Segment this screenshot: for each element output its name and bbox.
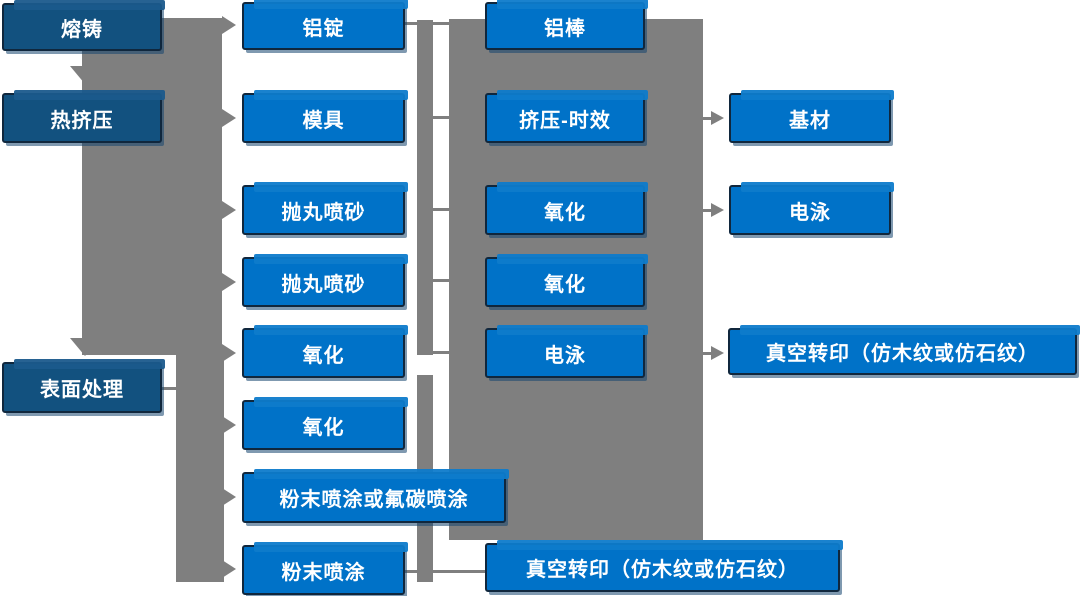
arrow-to-substrate — [711, 111, 724, 125]
stub-bar-to-rod-row1 — [433, 22, 449, 25]
node-surface-treatment: 表面处理 — [2, 359, 165, 413]
node-powder-coating: 粉末喷涂 — [242, 542, 408, 595]
node-vacuum-transfer-bottom: 真空转印（仿木纹或仿石纹） — [485, 540, 843, 592]
node-powder-or-fluorocarbon: 粉末喷涂或氟碳喷涂 — [242, 469, 509, 523]
arrow-to-oxidation-2 — [222, 416, 236, 434]
node-shot-blasting-2: 抛丸喷砂 — [242, 254, 408, 307]
node-mold: 模具 — [242, 90, 408, 143]
arrow-to-vacuum-transfer-right — [711, 346, 724, 360]
arrow-to-electrophoresis-right — [711, 203, 724, 217]
node-hot-extrusion: 热挤压 — [2, 90, 165, 143]
node-aluminum-rod: 铝棒 — [485, 0, 648, 50]
tail-arrow-to-substrate — [703, 117, 712, 120]
node-aluminum-ingot: 铝锭 — [242, 0, 408, 50]
node-substrate: 基材 — [729, 90, 894, 143]
tail-arrow-to-electrophoresis-right — [703, 209, 712, 212]
stub-bar-row2 — [433, 116, 449, 119]
arrow-to-powder-or-fluorocarbon — [222, 488, 236, 506]
node-oxidation-4: 氧化 — [485, 254, 648, 307]
stub-bar-row3 — [433, 208, 449, 211]
node-oxidation-1: 氧化 — [242, 325, 408, 378]
connector-middle-bar-upper — [417, 20, 433, 355]
node-electrophoresis-right: 电泳 — [729, 182, 894, 235]
connector-left-main-block — [82, 18, 222, 355]
arrow-to-oxidation-1 — [222, 344, 236, 362]
connector-surface-treatment-stub — [162, 387, 178, 390]
arrow-to-aluminum-ingot — [222, 16, 236, 34]
arrow-to-shot-blasting-2 — [222, 273, 236, 291]
tail-arrow-to-vacuum-transfer-right — [703, 352, 712, 355]
node-extrusion-aging: 挤压-时效 — [485, 90, 648, 143]
connector-surface-branch-bar — [176, 355, 224, 582]
node-oxidation-3: 氧化 — [485, 182, 648, 235]
node-shot-blasting-1: 抛丸喷砂 — [242, 182, 408, 235]
node-melting: 熔铸 — [2, 0, 165, 51]
arrow-to-mold — [222, 109, 236, 127]
node-oxidation-2: 氧化 — [242, 397, 408, 450]
node-vacuum-transfer-right: 真空转印（仿木纹或仿石纹） — [728, 325, 1080, 375]
arrow-to-powder-coating — [222, 560, 236, 578]
arrow-melting-to-hot-extrusion — [70, 66, 100, 84]
node-electrophoresis-mid: 电泳 — [485, 325, 648, 378]
stub-bar-row4 — [433, 279, 449, 282]
stub-ingot-to-bar — [405, 22, 417, 25]
arrow-down-to-surface-treatment — [70, 338, 100, 356]
stub-bar-row5 — [433, 351, 449, 354]
stub-powder-to-vacuum-transfer — [405, 570, 485, 573]
arrow-to-shot-blasting-1 — [222, 201, 236, 219]
